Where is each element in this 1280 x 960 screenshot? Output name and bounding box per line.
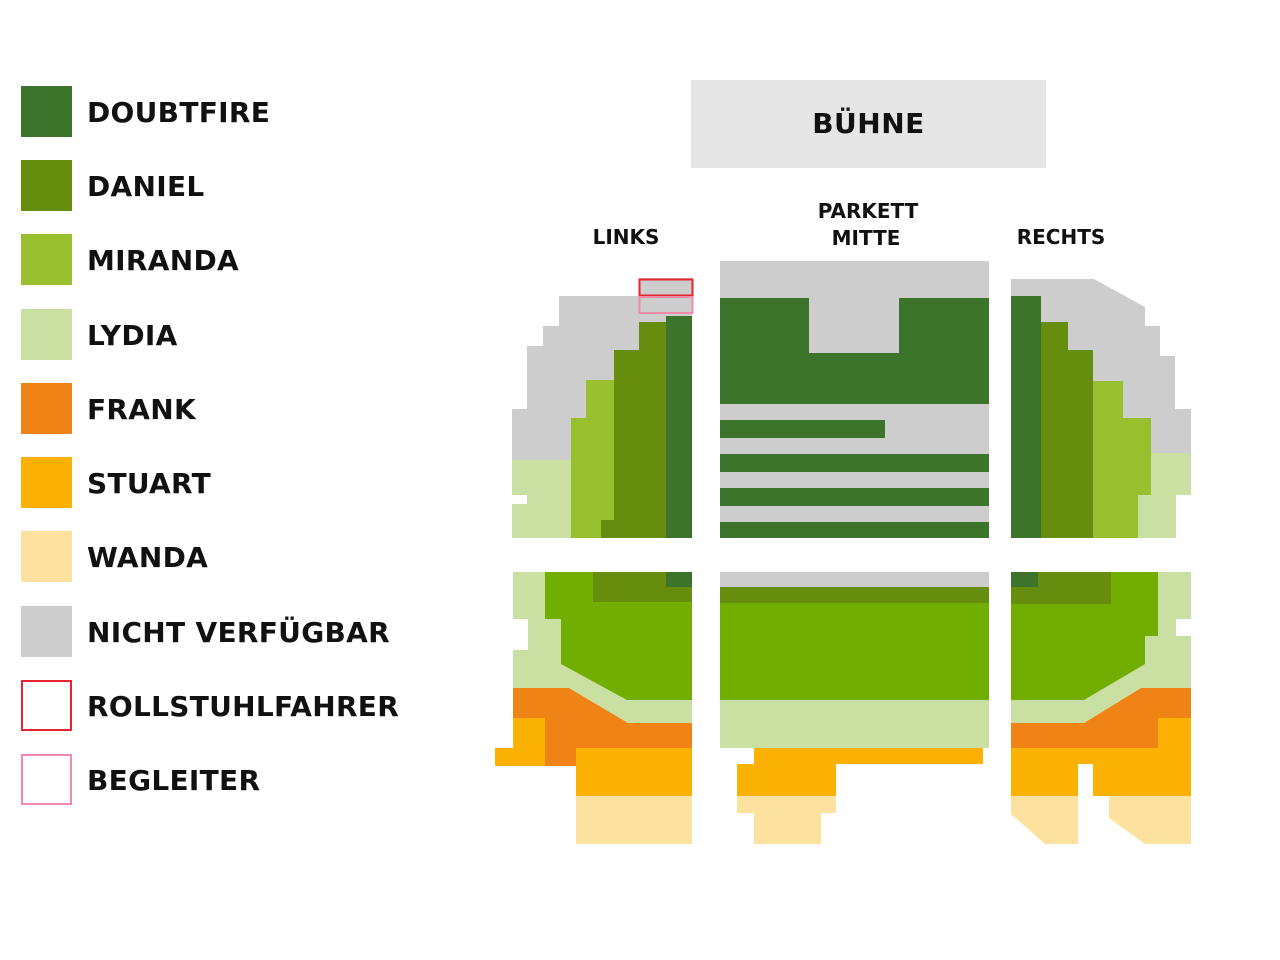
legend-swatch-frank [21, 383, 72, 434]
legend-item-unavailable: NICHT VERFÜGBAR [21, 606, 441, 658]
legend-swatch-unavailable [21, 606, 72, 657]
block-rechts-rang [1011, 572, 1191, 844]
block-mitte-rang-wanda [737, 796, 836, 844]
block-links-daniel [601, 322, 666, 538]
block-rechts-unavailable [1011, 279, 1191, 453]
block-links-rang-stuart [495, 718, 692, 796]
block-links-doubtfire [666, 316, 692, 538]
block-mitte-rang [720, 572, 989, 844]
stage-label: BÜHNE [812, 106, 925, 140]
section-label-rechts: RECHTS [1017, 225, 1106, 249]
block-links-parkett [512, 278, 694, 538]
legend-item-daniel: DANIEL [21, 160, 441, 212]
legend-swatch-doubtfire [21, 86, 72, 137]
block-rechts-rang-doubtfire [1011, 572, 1038, 587]
legend-item-stuart: STUART [21, 457, 441, 509]
block-links-lydia [512, 460, 571, 538]
legend-label-doubtfire: DOUBTFIRE [87, 96, 271, 129]
legend-item-frank: FRANK [21, 383, 441, 435]
companion-seat[interactable] [638, 296, 694, 314]
section-label-parkett: PARKETT [818, 199, 919, 223]
block-rechts-lydia [1138, 453, 1191, 538]
block-links-miranda [571, 380, 614, 538]
block-rechts-rang-wanda [1109, 796, 1191, 844]
legend-label-wheelchair: ROLLSTUHLFAHRER [87, 690, 400, 723]
block-rechts-rang-stuart [1011, 718, 1191, 796]
block-mitte-rang-main [720, 603, 989, 700]
block-mitte-doubtfire-front [720, 298, 989, 404]
legend-label-miranda: MIRANDA [87, 244, 239, 277]
stage [691, 80, 1046, 168]
block-links-rang-main [545, 572, 692, 700]
legend-label-lydia: LYDIA [87, 319, 178, 352]
legend-item-miranda: MIRANDA [21, 234, 441, 286]
block-links-unavailable [512, 278, 692, 460]
block-rechts-doubtfire [1011, 296, 1041, 538]
legend-label-unavailable: NICHT VERFÜGBAR [87, 616, 390, 649]
legend-label-frank: FRANK [87, 393, 196, 426]
wheelchair-seat[interactable] [638, 278, 694, 297]
legend-swatch-wanda [21, 531, 72, 582]
legend-swatch-daniel [21, 160, 72, 211]
block-links-rang [495, 572, 692, 844]
block-rechts-rang-frank [1011, 688, 1191, 748]
block-mitte-rang-unavailable [720, 572, 989, 587]
section-label-links: LINKS [593, 225, 660, 249]
legend-swatch-stuart [21, 457, 72, 508]
block-rechts-daniel [1041, 322, 1093, 538]
block-links-rang-wanda [576, 796, 692, 844]
block-mitte-rang-stuart [737, 748, 983, 796]
legend-swatch-wheelchair [21, 680, 72, 731]
legend-label-stuart: STUART [87, 467, 212, 500]
legend-swatch-lydia [21, 309, 72, 360]
legend-item-doubtfire: DOUBTFIRE [21, 86, 441, 138]
block-mitte-doubtfire-row [720, 488, 989, 506]
block-mitte-doubtfire-row [720, 454, 989, 472]
legend-item-lydia: LYDIA [21, 309, 441, 361]
block-mitte-rang-daniel [720, 587, 989, 603]
legend-item-wanda: WANDA [21, 531, 441, 583]
section-label-mitte: MITTE [832, 226, 901, 250]
block-mitte-doubtfire-row [720, 420, 885, 438]
legend-label-companion: BEGLEITER [87, 764, 261, 797]
block-links-rang-frank [513, 688, 692, 766]
block-rechts-rang-wanda [1011, 796, 1078, 844]
block-mitte-rang-lydia [720, 700, 989, 748]
legend-item-companion: BEGLEITER [21, 754, 441, 806]
legend-label-daniel: DANIEL [87, 170, 205, 203]
block-rechts-parkett [1011, 279, 1191, 538]
block-mitte-doubtfire-row [720, 522, 989, 538]
block-rechts-miranda [1093, 381, 1151, 538]
legend-swatch-miranda [21, 234, 72, 285]
block-parkett-mitte [720, 261, 989, 538]
block-links-rang-doubtfire [666, 572, 692, 587]
block-links-rang-stuart-box [495, 748, 529, 766]
legend-item-wheelchair: ROLLSTUHLFAHRER [21, 680, 441, 732]
legend-swatch-companion [21, 754, 72, 805]
legend-label-wanda: WANDA [87, 541, 209, 574]
